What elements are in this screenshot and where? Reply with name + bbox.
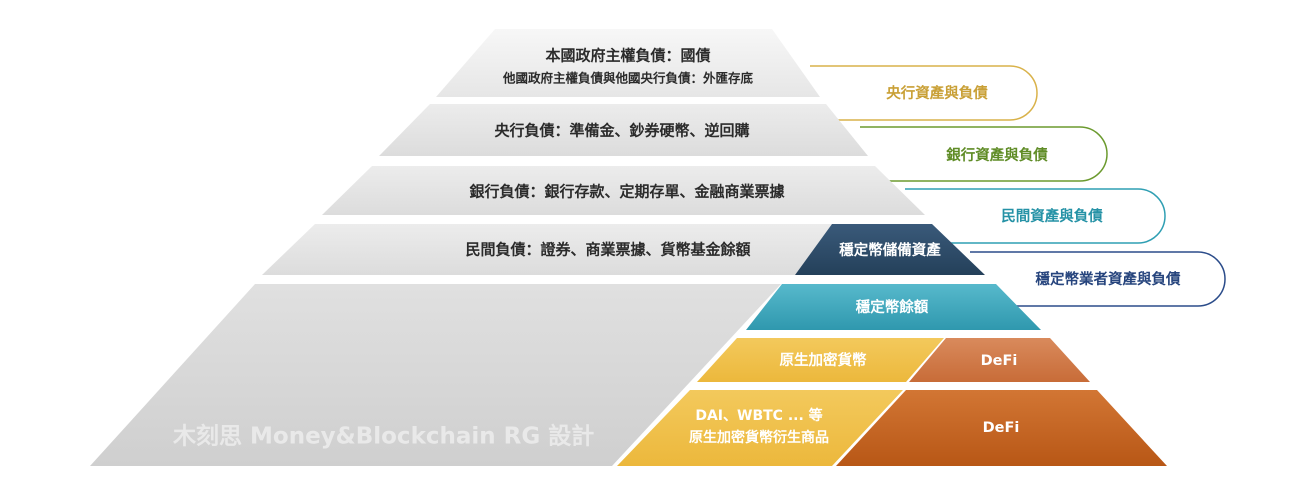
bracket-bank-label: 銀行資產與負債 bbox=[946, 146, 1048, 164]
stablecoin-reserve-label: 穩定幣儲備資產 bbox=[839, 241, 941, 259]
defi-lower-label: DeFi bbox=[983, 420, 1020, 436]
tier-defi-lower bbox=[836, 390, 1167, 466]
tier-defi-upper bbox=[909, 338, 1090, 382]
bracket-line-stablecoin bbox=[970, 251, 1226, 307]
bracket-private-label: 民間資產與負債 bbox=[1001, 207, 1103, 225]
tier-sovereign bbox=[436, 29, 820, 97]
bank-liabilities: 銀行負債：銀行存款、定期存單、金融商業票據 bbox=[469, 183, 785, 201]
tier-stablecoin-balance bbox=[746, 284, 1041, 330]
private-liabilities: 民間負債：證券、商業票據、貨幣基金餘額 bbox=[465, 241, 750, 259]
tier-base bbox=[90, 284, 781, 466]
watermark: 木刻思 Money&Blockchain RG 設計 bbox=[172, 423, 594, 450]
bracket-line-central-bank bbox=[810, 65, 1038, 121]
stablecoin-balance-label: 穩定幣餘額 bbox=[856, 298, 929, 316]
tier-native-crypto bbox=[697, 338, 944, 382]
tier-derivatives bbox=[617, 390, 903, 466]
bracket-line-bank bbox=[860, 126, 1108, 182]
central-bank-liabilities: 央行負債：準備金、鈔券硬幣、逆回購 bbox=[494, 122, 749, 140]
bracket-central-bank-label: 央行資產與負債 bbox=[886, 84, 988, 102]
tier-private bbox=[262, 224, 832, 275]
bracket-stablecoin-label: 穩定幣業者資產與負債 bbox=[1036, 270, 1181, 288]
sovereign-subtitle: 他國政府主權負債與他國央行負債：外匯存底 bbox=[502, 71, 754, 86]
defi-upper-label: DeFi bbox=[981, 353, 1018, 369]
bracket-lines bbox=[810, 65, 1226, 307]
bracket-line-private bbox=[905, 188, 1166, 244]
tier-central-bank bbox=[379, 104, 868, 156]
tier-stablecoin-reserve bbox=[795, 224, 985, 275]
native-crypto-label: 原生加密貨幣 bbox=[780, 351, 867, 369]
derivatives-line2: 原生加密貨幣衍生商品 bbox=[689, 429, 829, 446]
sovereign-title: 本國政府主權負債：國債 bbox=[545, 47, 710, 65]
derivatives-line1: DAI、WBTC ... 等 bbox=[695, 407, 822, 424]
tier-bank bbox=[322, 166, 925, 215]
